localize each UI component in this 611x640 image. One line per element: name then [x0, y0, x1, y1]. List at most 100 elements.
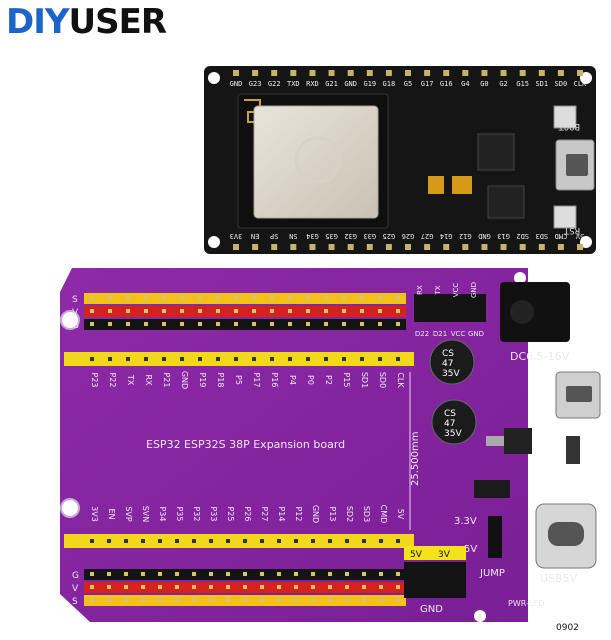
header-pin — [216, 296, 220, 300]
header-pin-label: P4 — [288, 375, 297, 385]
esp32-pin — [290, 70, 297, 76]
header-pin — [396, 572, 400, 576]
header-pin — [362, 585, 366, 589]
esp32-bottom-pin-label: G14 — [440, 232, 453, 240]
header-pin-label: SD3 — [362, 506, 371, 522]
header-pin — [277, 572, 281, 576]
esp32-top-pin-label: G16 — [440, 80, 453, 88]
jump-label: JUMP — [479, 568, 505, 579]
header-pin-label: P26 — [243, 506, 252, 521]
header-pin — [306, 322, 310, 326]
socket-hole — [243, 539, 247, 543]
female-header — [64, 534, 414, 548]
header-pin — [226, 598, 230, 602]
esp32-pin — [462, 70, 469, 76]
socket-hole — [162, 357, 166, 361]
esp32-top-pin-label: SD1 — [535, 80, 548, 88]
header-pin — [252, 309, 256, 313]
esp32-top-pin-label: G22 — [268, 80, 281, 88]
header-pin — [243, 572, 247, 576]
header-pin — [234, 309, 238, 313]
rst-label: RST — [563, 225, 580, 235]
esp32-bottom-pin-label: CMD — [555, 232, 568, 240]
esp32-bottom-pin-label: SD3 — [535, 232, 548, 240]
esp32-top-pin-label: G2 — [499, 80, 507, 88]
socket-hole — [216, 357, 220, 361]
esp32-bottom-pin-label: SD2 — [516, 232, 529, 240]
esp32-pin — [385, 70, 392, 76]
header-pin — [90, 572, 94, 576]
socket-hole — [270, 357, 274, 361]
header-pin — [90, 598, 94, 602]
header-pin — [288, 322, 292, 326]
header-pin — [396, 585, 400, 589]
header-pin-label: P22 — [108, 372, 117, 387]
header-pin — [234, 296, 238, 300]
esp32-bottom-pin-label: GND — [478, 232, 491, 240]
header-row — [84, 306, 406, 317]
board-code: 0902 — [556, 623, 579, 633]
socket-hole — [288, 357, 292, 361]
header-pin — [108, 296, 112, 300]
header-pin — [216, 309, 220, 313]
esp32-pin — [252, 70, 259, 76]
socket-hole — [158, 539, 162, 543]
header-pin — [260, 585, 264, 589]
header-pin — [158, 572, 162, 576]
socket-hole — [175, 539, 179, 543]
header-pin — [180, 309, 184, 313]
usb-label: USB5V — [540, 572, 578, 585]
esp32-pin — [233, 244, 239, 250]
socket-hole — [360, 357, 364, 361]
header-pin — [342, 322, 346, 326]
esp32-bottom-pin-label: G26 — [402, 232, 415, 240]
header-pin — [379, 585, 383, 589]
side-pin-label: D21 — [433, 330, 447, 338]
header-pin — [396, 322, 400, 326]
header-pin — [306, 296, 310, 300]
socket-hole — [362, 539, 366, 543]
header-pin-label: RX — [144, 374, 153, 386]
header-pin — [198, 309, 202, 313]
socket-hole — [342, 357, 346, 361]
socket-hole — [311, 539, 315, 543]
header-pin-label: P33 — [209, 506, 218, 521]
header-pin-label: GND — [180, 371, 189, 389]
v3-label: 3V — [438, 550, 451, 560]
esp32-pin — [347, 70, 354, 76]
header-pin — [252, 322, 256, 326]
svg-text:CS: CS — [442, 349, 454, 359]
header-pin-label: TX — [126, 374, 135, 386]
capacitor-2: CS 47 35V — [431, 399, 477, 445]
header-pin — [345, 572, 349, 576]
header-pin — [126, 296, 130, 300]
header-pin — [311, 585, 315, 589]
header-pin — [252, 296, 256, 300]
header-pin — [162, 309, 166, 313]
header-pin-label: P0 — [306, 375, 315, 385]
header-pin — [124, 572, 128, 576]
socket-hole — [260, 539, 264, 543]
header-pin — [209, 598, 213, 602]
header-pin — [306, 309, 310, 313]
capacitor-1: CS 47 35V — [429, 339, 475, 385]
socket-hole — [396, 357, 400, 361]
esp32-top-pin-label: G23 — [249, 80, 262, 88]
header-pin — [342, 309, 346, 313]
header-pin — [107, 572, 111, 576]
header-pin — [345, 598, 349, 602]
brand-part2: USER — [68, 2, 168, 42]
esp32-pin — [366, 244, 373, 250]
header-pin-label: GND — [311, 505, 320, 523]
socket-hole — [180, 357, 184, 361]
header-pin — [107, 598, 111, 602]
header-pin — [378, 309, 382, 313]
esp32-bottom-pin-label: G27 — [421, 232, 434, 240]
header-pin — [90, 296, 94, 300]
esp32-top-pin-label: RXD — [306, 80, 319, 88]
header-pin-label: P32 — [192, 506, 201, 521]
